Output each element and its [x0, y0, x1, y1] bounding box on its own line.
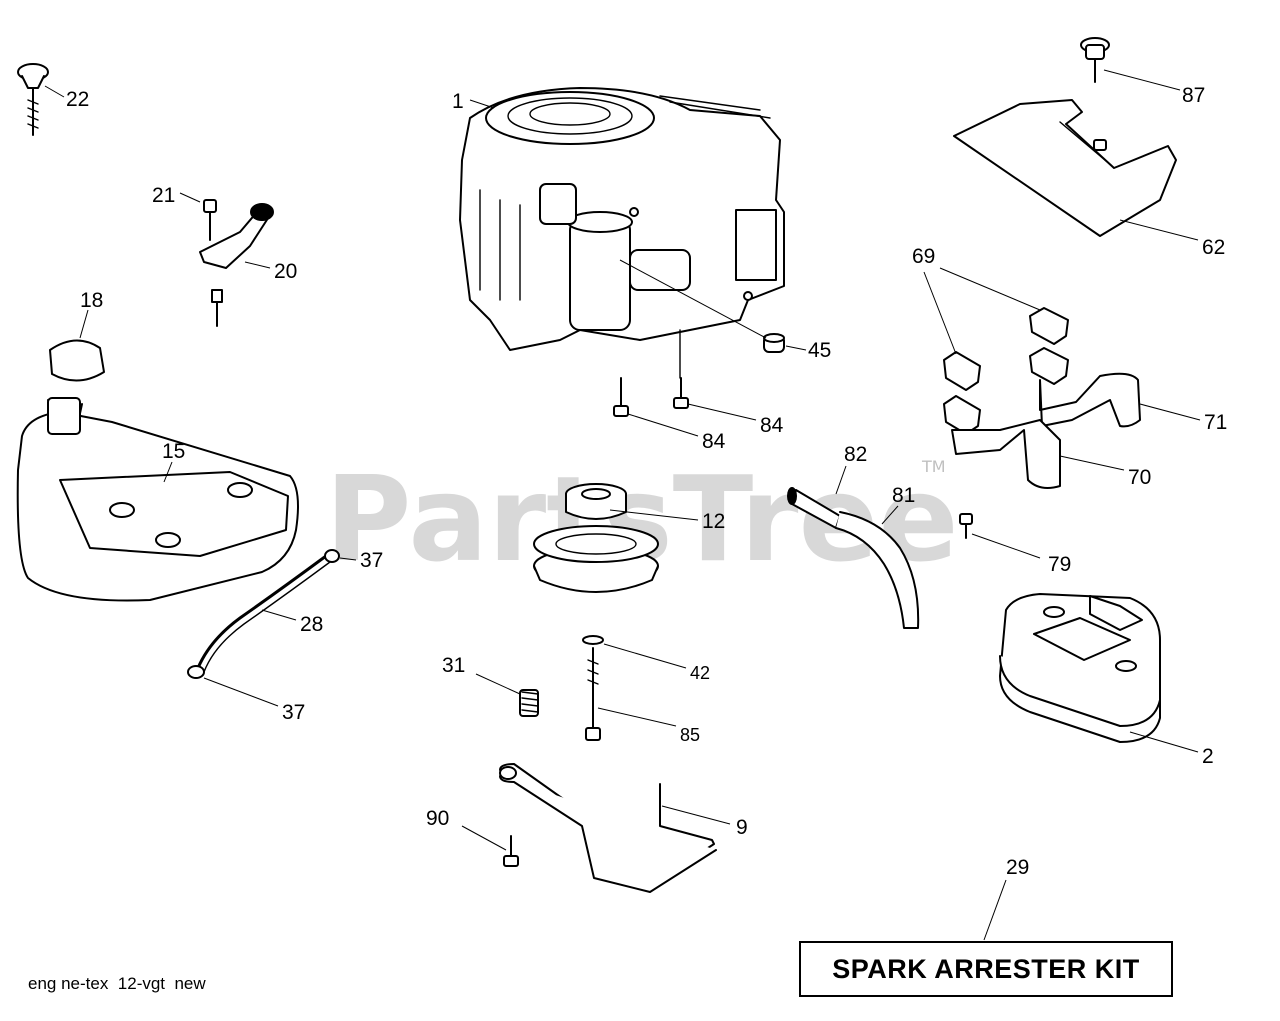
spark-arrester-kit-label[interactable]: SPARK ARRESTER KIT	[799, 941, 1173, 997]
part-84-bolt-right[interactable]	[673, 377, 689, 409]
part-37-clamp-bottom[interactable]	[187, 665, 205, 679]
callout-12: 12	[702, 510, 725, 533]
callout-28: 28	[300, 613, 323, 636]
part-70-exhaust-pipe[interactable]	[951, 419, 1061, 489]
part-85-bolt[interactable]	[585, 647, 601, 741]
callout-90: 90	[426, 807, 449, 830]
callout-81: 81	[892, 484, 915, 507]
callout-70: 70	[1128, 466, 1151, 489]
callout-87: 87	[1182, 84, 1205, 107]
part-20-choke-lever[interactable]	[199, 199, 274, 327]
callout-37-bottom: 37	[282, 701, 305, 724]
callout-9: 9	[736, 816, 748, 839]
part-15-fuel-tank[interactable]	[16, 397, 299, 602]
callout-37-top: 37	[360, 549, 383, 572]
part-71-exhaust-pipe[interactable]	[1039, 372, 1141, 428]
callout-84-left: 84	[702, 430, 726, 453]
callout-82: 82	[844, 443, 867, 466]
callout-2: 2	[1202, 745, 1214, 768]
part-12-pulley[interactable]	[533, 483, 659, 593]
watermark-trademark: TM	[921, 457, 946, 476]
callout-62: 62	[1202, 236, 1225, 259]
callout-20: 20	[274, 260, 297, 283]
part-22-plug[interactable]	[17, 63, 49, 136]
part-9-bracket[interactable]	[499, 763, 717, 893]
part-84-bolt-left[interactable]	[613, 377, 629, 417]
callout-79: 79	[1048, 553, 1071, 576]
callout-21: 21	[152, 184, 175, 207]
callout-1: 1	[452, 90, 464, 113]
callout-29: 29	[1006, 856, 1029, 879]
part-62-heat-shield[interactable]	[953, 99, 1177, 237]
part-90-screw[interactable]	[503, 835, 519, 867]
part-87-screw[interactable]	[1080, 37, 1110, 83]
callout-45: 45	[808, 339, 831, 362]
callout-71: 71	[1204, 411, 1227, 434]
spark-arrester-kit-text: SPARK ARRESTER KIT	[832, 953, 1140, 984]
part-81-breather-tube[interactable]	[835, 511, 920, 629]
callout-18: 18	[80, 289, 103, 312]
diagram-code: eng ne-tex 12-vgt new	[28, 974, 206, 993]
callout-31: 31	[442, 654, 465, 677]
callout-42: 42	[690, 663, 710, 683]
part-37-clamp-top[interactable]	[324, 549, 340, 563]
part-2-muffler[interactable]	[999, 593, 1161, 743]
callout-85: 85	[680, 725, 700, 745]
part-69-gaskets[interactable]	[943, 307, 1069, 435]
callout-69: 69	[912, 245, 935, 268]
part-28-fuel-line[interactable]	[196, 554, 331, 673]
part-42-washer[interactable]	[582, 635, 604, 645]
part-79-screw[interactable]	[959, 513, 973, 539]
part-45-plug[interactable]	[763, 333, 785, 353]
part-1-engine[interactable]	[459, 87, 785, 379]
callout-84-right: 84	[760, 414, 784, 437]
part-31-spring[interactable]	[519, 689, 539, 717]
callout-15: 15	[162, 440, 185, 463]
callout-22: 22	[66, 88, 89, 111]
